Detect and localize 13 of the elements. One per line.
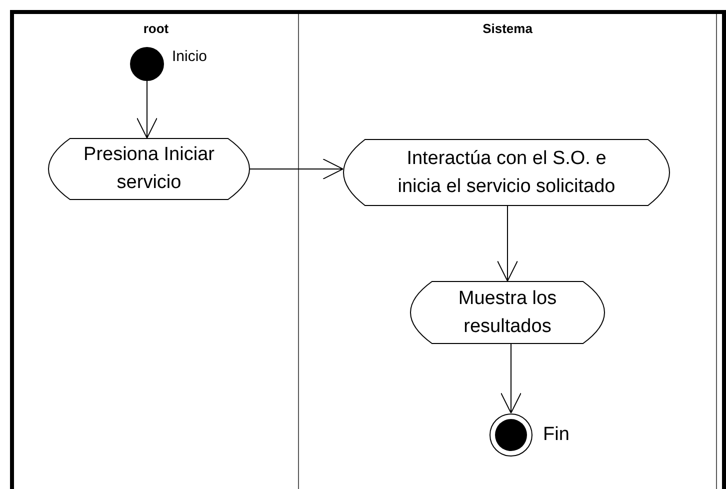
action-node: Interactúa con el S.O. e inicia el servicio solicitado bbox=[343, 139, 670, 206]
node-caption: Inicio bbox=[172, 49, 208, 64]
arrow bbox=[500, 344, 522, 414]
final-node bbox=[489, 413, 533, 457]
action-node: Presiona Iniciar servicio bbox=[48, 138, 250, 200]
node-caption: Fin bbox=[543, 425, 570, 444]
arrow bbox=[250, 158, 344, 180]
initial-node bbox=[130, 47, 164, 81]
arrow bbox=[136, 80, 158, 138]
action-node: Muestra los resultados bbox=[410, 281, 605, 344]
arrow bbox=[497, 206, 518, 282]
lane-header: Sistema bbox=[482, 22, 532, 35]
lane-header: root bbox=[143, 22, 169, 35]
